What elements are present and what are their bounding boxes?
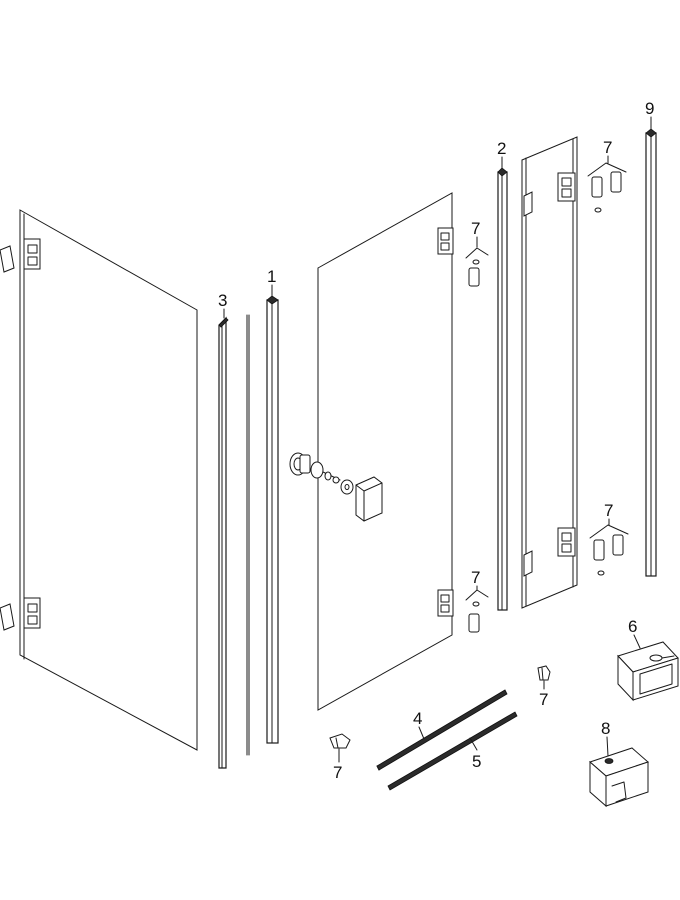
door-lower-hinge [437, 589, 454, 617]
callout-3-label: 3 [218, 291, 227, 310]
right-glass-panel [521, 136, 578, 609]
right-panel-upper-hinge [523, 172, 576, 217]
callout-4-label: 4 [413, 709, 422, 728]
seal-5 [387, 711, 518, 791]
callout-2: 2 [497, 139, 506, 169]
part-7-door-lower [465, 589, 489, 633]
callout-1-label: 1 [267, 267, 276, 286]
callout-7-label: 7 [603, 138, 612, 157]
callout-7-label: 7 [604, 501, 613, 520]
profile-3 [218, 316, 229, 769]
left-panel-lower-hinge [0, 597, 41, 631]
door-upper-hinge [437, 227, 454, 255]
callout-7-right-upper: 7 [603, 138, 612, 164]
callout-6: 6 [628, 617, 641, 649]
part-6-end-cap [617, 641, 679, 702]
callout-4: 4 [413, 709, 425, 740]
part-8-end-cap [589, 747, 649, 808]
callout-6-label: 6 [628, 617, 637, 636]
left-panel-upper-hinge [0, 238, 41, 273]
callout-5: 5 [469, 737, 481, 771]
part-7-right-lower [589, 524, 629, 576]
callout-7-right-lower: 7 [604, 501, 613, 526]
callout-7-label: 7 [539, 690, 548, 709]
callout-9: 9 [645, 99, 654, 130]
callout-5-label: 5 [472, 752, 481, 771]
door-handle-assembly [289, 452, 383, 522]
left-glass-panel [0, 209, 198, 751]
part-7-door-upper [465, 247, 489, 287]
callout-8: 8 [601, 719, 610, 757]
part-7-right-upper [587, 162, 627, 213]
profile-1 [266, 295, 279, 744]
profile-2 [497, 167, 508, 611]
profile-9 [645, 128, 657, 577]
callout-7-door-upper: 7 [471, 219, 480, 248]
callout-9-label: 9 [645, 99, 654, 118]
callout-7-label: 7 [333, 763, 342, 782]
callout-2-label: 2 [497, 139, 506, 158]
callout-1: 1 [267, 267, 276, 297]
callout-7-bottom-right: 7 [539, 680, 548, 709]
callout-8-label: 8 [601, 719, 610, 738]
callout-7-label: 7 [471, 219, 480, 238]
part-7-clip-bottom-left [329, 733, 351, 749]
callout-7-door-lower: 7 [471, 568, 480, 591]
callout-7-label: 7 [471, 568, 480, 587]
seal-4 [376, 689, 508, 771]
callout-7-bottom-left: 7 [333, 748, 342, 782]
part-7-clip-bottom-right [537, 665, 551, 681]
door-glass-panel [317, 192, 454, 711]
callout-3: 3 [218, 291, 227, 319]
right-panel-lower-hinge [523, 527, 576, 577]
